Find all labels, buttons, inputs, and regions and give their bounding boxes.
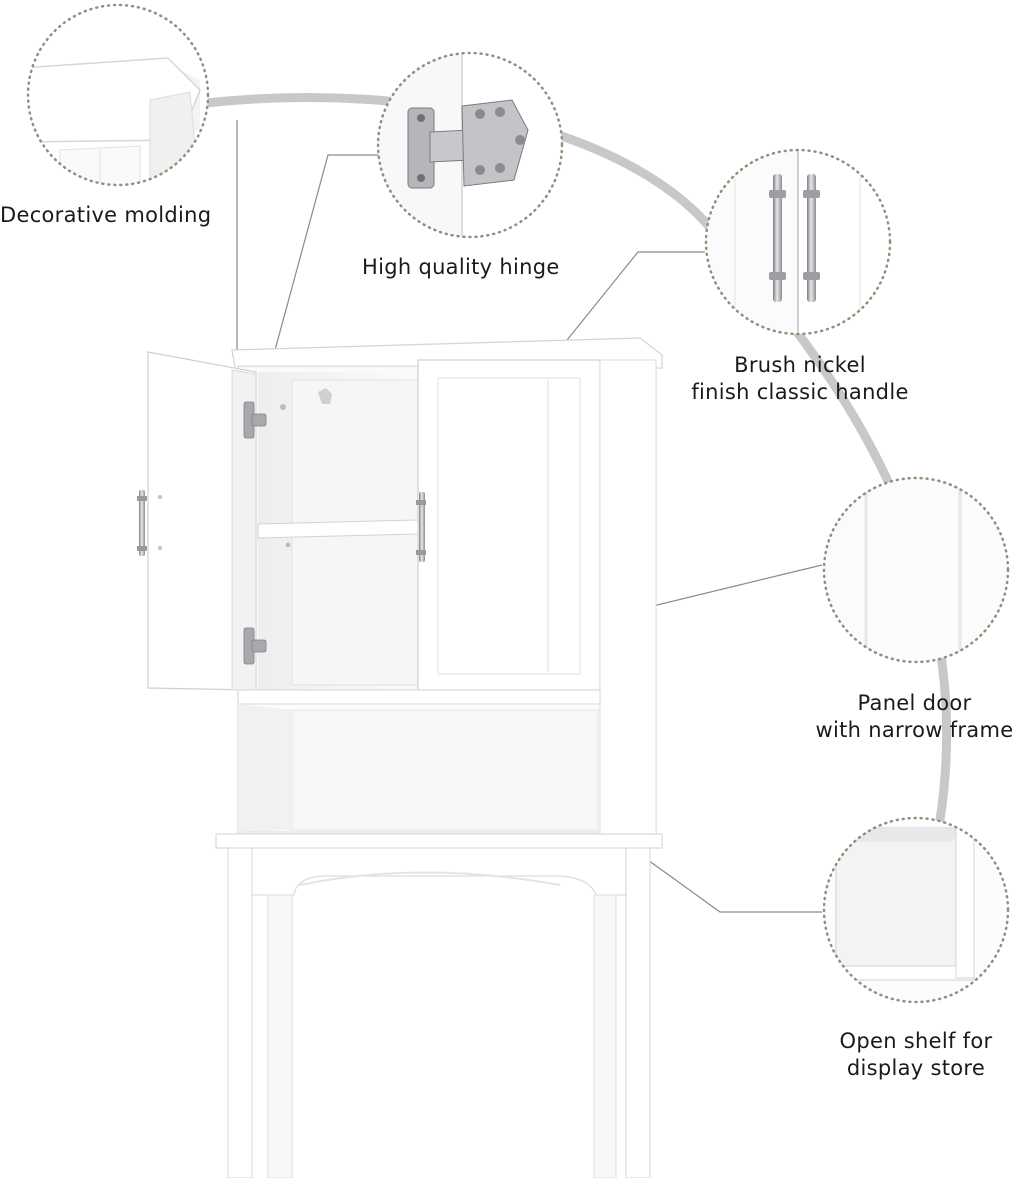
right-door (417, 359, 601, 691)
label-line: Open shelf for (839, 1029, 993, 1053)
handle-closeup-icon (704, 148, 892, 336)
base-shelf (215, 833, 663, 849)
label-line: Decorative molding (0, 203, 212, 227)
label-panel-door: Panel door with narrow frame (805, 690, 1024, 744)
leg-back-left (267, 894, 293, 1178)
door-hinge-icon (243, 401, 267, 665)
leg-front-left (227, 847, 253, 1178)
left-door-handle-icon (139, 490, 145, 556)
label-line: Brush nickel (734, 353, 866, 377)
label-line: display store (846, 1056, 986, 1080)
label-line: High quality hinge (362, 255, 560, 279)
cabinet (137, 337, 663, 1178)
label-hinge: High quality hinge (362, 254, 560, 281)
panel-closeup-icon (822, 476, 1010, 664)
apron (227, 847, 651, 896)
label-handle: Brush nickel finish classic handle (680, 352, 920, 406)
shelf-closeup-icon (822, 816, 1010, 1004)
right-door-handle-icon (419, 492, 425, 562)
leg-back-right (593, 894, 617, 1178)
molding-closeup-icon (26, 3, 210, 187)
leader-hinge (255, 154, 380, 421)
label-line: Panel door (857, 691, 972, 715)
label-open-shelf: Open shelf for display store (818, 1028, 1014, 1082)
middle-shelf (237, 689, 601, 705)
label-line: finish classic handle (691, 380, 909, 404)
hinge-closeup-icon (376, 51, 564, 239)
label-decorative-molding: Decorative molding (0, 202, 211, 229)
leg-front-right (625, 847, 651, 1178)
label-line: with narrow frame (815, 718, 1014, 742)
